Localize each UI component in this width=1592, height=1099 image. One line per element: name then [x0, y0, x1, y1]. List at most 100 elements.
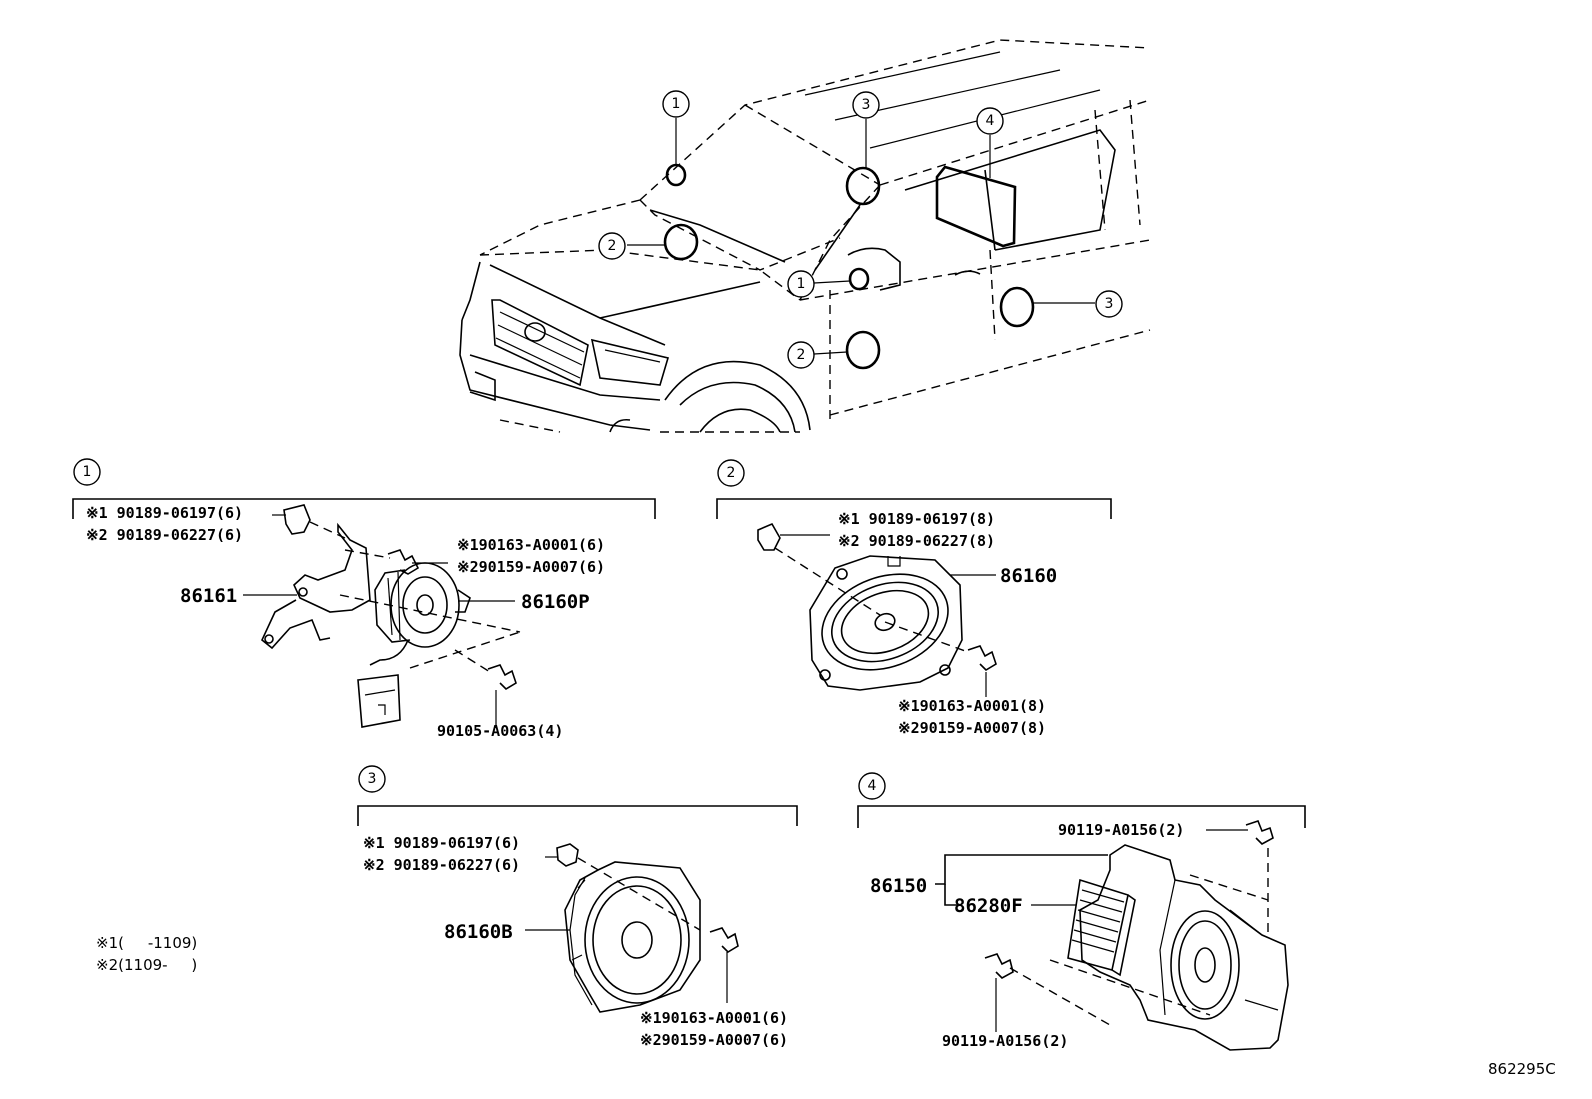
part-code: 90189-06227(8): [869, 532, 995, 550]
connector-icon: [357, 674, 401, 728]
note-mark-2: ※2: [457, 558, 479, 576]
location-3-upper: [845, 166, 881, 206]
bolt-bottom-part-number: 90119-A0156(2): [942, 1032, 1068, 1050]
door-speaker-icon: [809, 555, 963, 691]
bolt-part-number: 90105-A0063(4): [437, 722, 563, 740]
part-code: 90189-06197(6): [117, 504, 243, 522]
screw-icon: [709, 927, 739, 954]
screw-part-number-2: ※290159-A0007(6): [457, 558, 605, 576]
clip-icon: [283, 504, 311, 535]
section-3-number: 3: [368, 771, 377, 787]
bracket-icon: [293, 522, 371, 613]
clip-part-number-1: ※1 90189-06197(8): [838, 510, 995, 528]
note-mark-1: ※1: [96, 934, 118, 952]
section-2-number-circle: [717, 459, 745, 487]
callout-circle: [787, 341, 815, 369]
clip-part-number-2: ※2 90189-06227(6): [363, 856, 520, 874]
notes-legend: ※1( -1109) ※2(1109- ): [96, 934, 197, 974]
assembly-leader: [935, 854, 1108, 885]
note-mark-1: ※1: [640, 1009, 662, 1027]
part-code: 90163-A0001(8): [920, 697, 1046, 715]
note-mark-2: ※2: [96, 956, 118, 974]
part-code: 90163-A0001(6): [662, 1009, 788, 1027]
amplifier-icon: [1067, 878, 1136, 977]
part-code: 90163-A0001(6): [479, 536, 605, 554]
note-1-range: ( -1109): [118, 934, 197, 952]
clip-icon: [757, 522, 781, 551]
note-2: ※2(1109- ): [96, 956, 197, 974]
bolt-icon: [487, 664, 517, 691]
clip-part-number-2: ※2 90189-06227(6): [86, 526, 243, 544]
part-code: 90159-A0007(6): [479, 558, 605, 576]
part-code: 90189-06197(8): [869, 510, 995, 528]
section-3-bracket: [357, 805, 798, 826]
speaker-part-number: 86160: [1000, 565, 1057, 587]
location-3-lower: [999, 286, 1035, 328]
note-mark-2: ※2: [640, 1031, 662, 1049]
clip-part-number-1: ※1 90189-06197(6): [86, 504, 243, 522]
note-mark-2: ※2: [838, 532, 860, 550]
callout-circle: [662, 90, 690, 118]
section-1-bracket: [72, 498, 656, 519]
note-mark-2: ※2: [898, 719, 920, 737]
clip-part-number-1: ※1 90189-06197(6): [363, 834, 520, 852]
screw-part-number-2: ※290159-A0007(6): [640, 1031, 788, 1049]
callout-circle: [1095, 290, 1123, 318]
callout-circle: [976, 107, 1004, 135]
section-3: 3 ※1 90189-06197(6) ※2 90189-06227(6) 86…: [357, 765, 798, 1049]
location-2-upper: [663, 223, 699, 261]
diagram-code: 862295C: [1488, 1060, 1556, 1078]
location-1-lower: [848, 267, 870, 291]
part-code: 90189-06197(6): [394, 834, 520, 852]
callout-label: 1: [672, 96, 681, 112]
note-2-range: (1109- ): [118, 956, 197, 974]
note-mark-1: ※1: [457, 536, 479, 554]
note-mark-2: ※2: [86, 526, 108, 544]
section-2-bracket: [716, 498, 1112, 519]
subwoofer-box-icon: [1079, 844, 1289, 1051]
section-3-number-circle: [358, 765, 386, 793]
speaker-part-number: 86160P: [521, 591, 590, 613]
bracket-part-number: 86161: [180, 585, 237, 607]
screw-part-number-1: ※190163-A0001(6): [640, 1009, 788, 1027]
part-code: 90159-A0007(6): [662, 1031, 788, 1049]
screw-icon: [387, 549, 420, 575]
note-1: ※1( -1109): [96, 934, 197, 952]
callout-circle: [598, 232, 626, 260]
clip-part-number-2: ※2 90189-06227(8): [838, 532, 995, 550]
location-4-subwoofer: [935, 165, 1017, 248]
bolt-top-part-number: 90119-A0156(2): [1058, 821, 1184, 839]
note-mark-2: ※2: [363, 856, 385, 874]
section-2-number: 2: [727, 465, 736, 481]
assembly-part-number: 86150: [870, 875, 927, 897]
callout-label: 3: [862, 97, 871, 113]
vehicle-leaders: [627, 118, 1095, 355]
vehicle-speaker-locations: [663, 163, 1035, 370]
section-4: 4: [857, 772, 1306, 1051]
section-4-number: 4: [868, 778, 877, 794]
part-code: 90159-A0007(8): [920, 719, 1046, 737]
section-1-number-circle: [73, 458, 101, 486]
screw-part-number-1: ※190163-A0001(6): [457, 536, 605, 554]
rear-speaker-icon: [564, 861, 701, 1013]
amplifier-part-number: 86280F: [954, 895, 1023, 917]
callout-label: 4: [986, 113, 995, 129]
vehicle-callouts: 1 3 4 2 1 2 3: [598, 90, 1123, 369]
vehicle-outline: [459, 39, 1151, 433]
screw-part-number-2: ※290159-A0007(8): [898, 719, 1046, 737]
note-mark-1: ※1: [86, 504, 108, 522]
speaker-part-number: 86160B: [444, 921, 513, 943]
section-1: 1: [72, 458, 656, 740]
clip-icon: [556, 843, 579, 867]
part-code: 90189-06227(6): [394, 856, 520, 874]
screw-icon: [967, 645, 997, 672]
note-mark-1: ※1: [898, 697, 920, 715]
section-4-number-circle: [858, 772, 886, 800]
callout-label: 1: [797, 276, 806, 292]
note-mark-1: ※1: [838, 510, 860, 528]
location-2-lower: [845, 330, 881, 370]
section-2: 2 ※1 90189-06197(8) ※2 90189-06227(8) 86…: [716, 459, 1112, 737]
callout-label: 3: [1105, 296, 1114, 312]
note-mark-1: ※1: [363, 834, 385, 852]
